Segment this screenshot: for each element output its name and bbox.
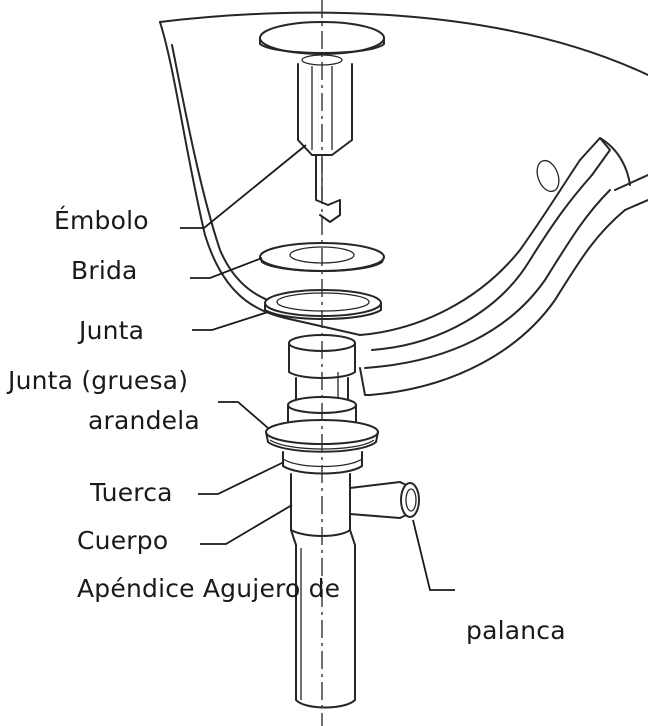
nut-part — [282, 451, 363, 475]
leader-palanca — [412, 519, 455, 591]
label-junta: Junta — [79, 316, 145, 345]
label-tuerca: Tuerca — [90, 478, 173, 507]
gasket-part — [264, 289, 382, 320]
leader-brida — [190, 257, 263, 279]
leader-junta — [192, 311, 269, 331]
label-cuerpo: Cuerpo — [77, 526, 169, 555]
leader-tuerca — [198, 461, 285, 495]
label-embolo: Émbolo — [54, 206, 149, 235]
basin-shell — [159, 11, 648, 396]
label-apendice: Apéndice Agujero de — [77, 574, 341, 603]
leader-cuerpo — [200, 504, 293, 545]
label-junta-gruesa: Junta (gruesa) — [8, 366, 189, 395]
drain-body-part — [290, 473, 420, 709]
label-brida: Brida — [71, 256, 138, 285]
label-palanca: palanca — [466, 616, 566, 645]
label-arandela: arandela — [88, 406, 200, 435]
leader-arandela — [218, 401, 269, 429]
leader-embolo — [180, 144, 307, 229]
